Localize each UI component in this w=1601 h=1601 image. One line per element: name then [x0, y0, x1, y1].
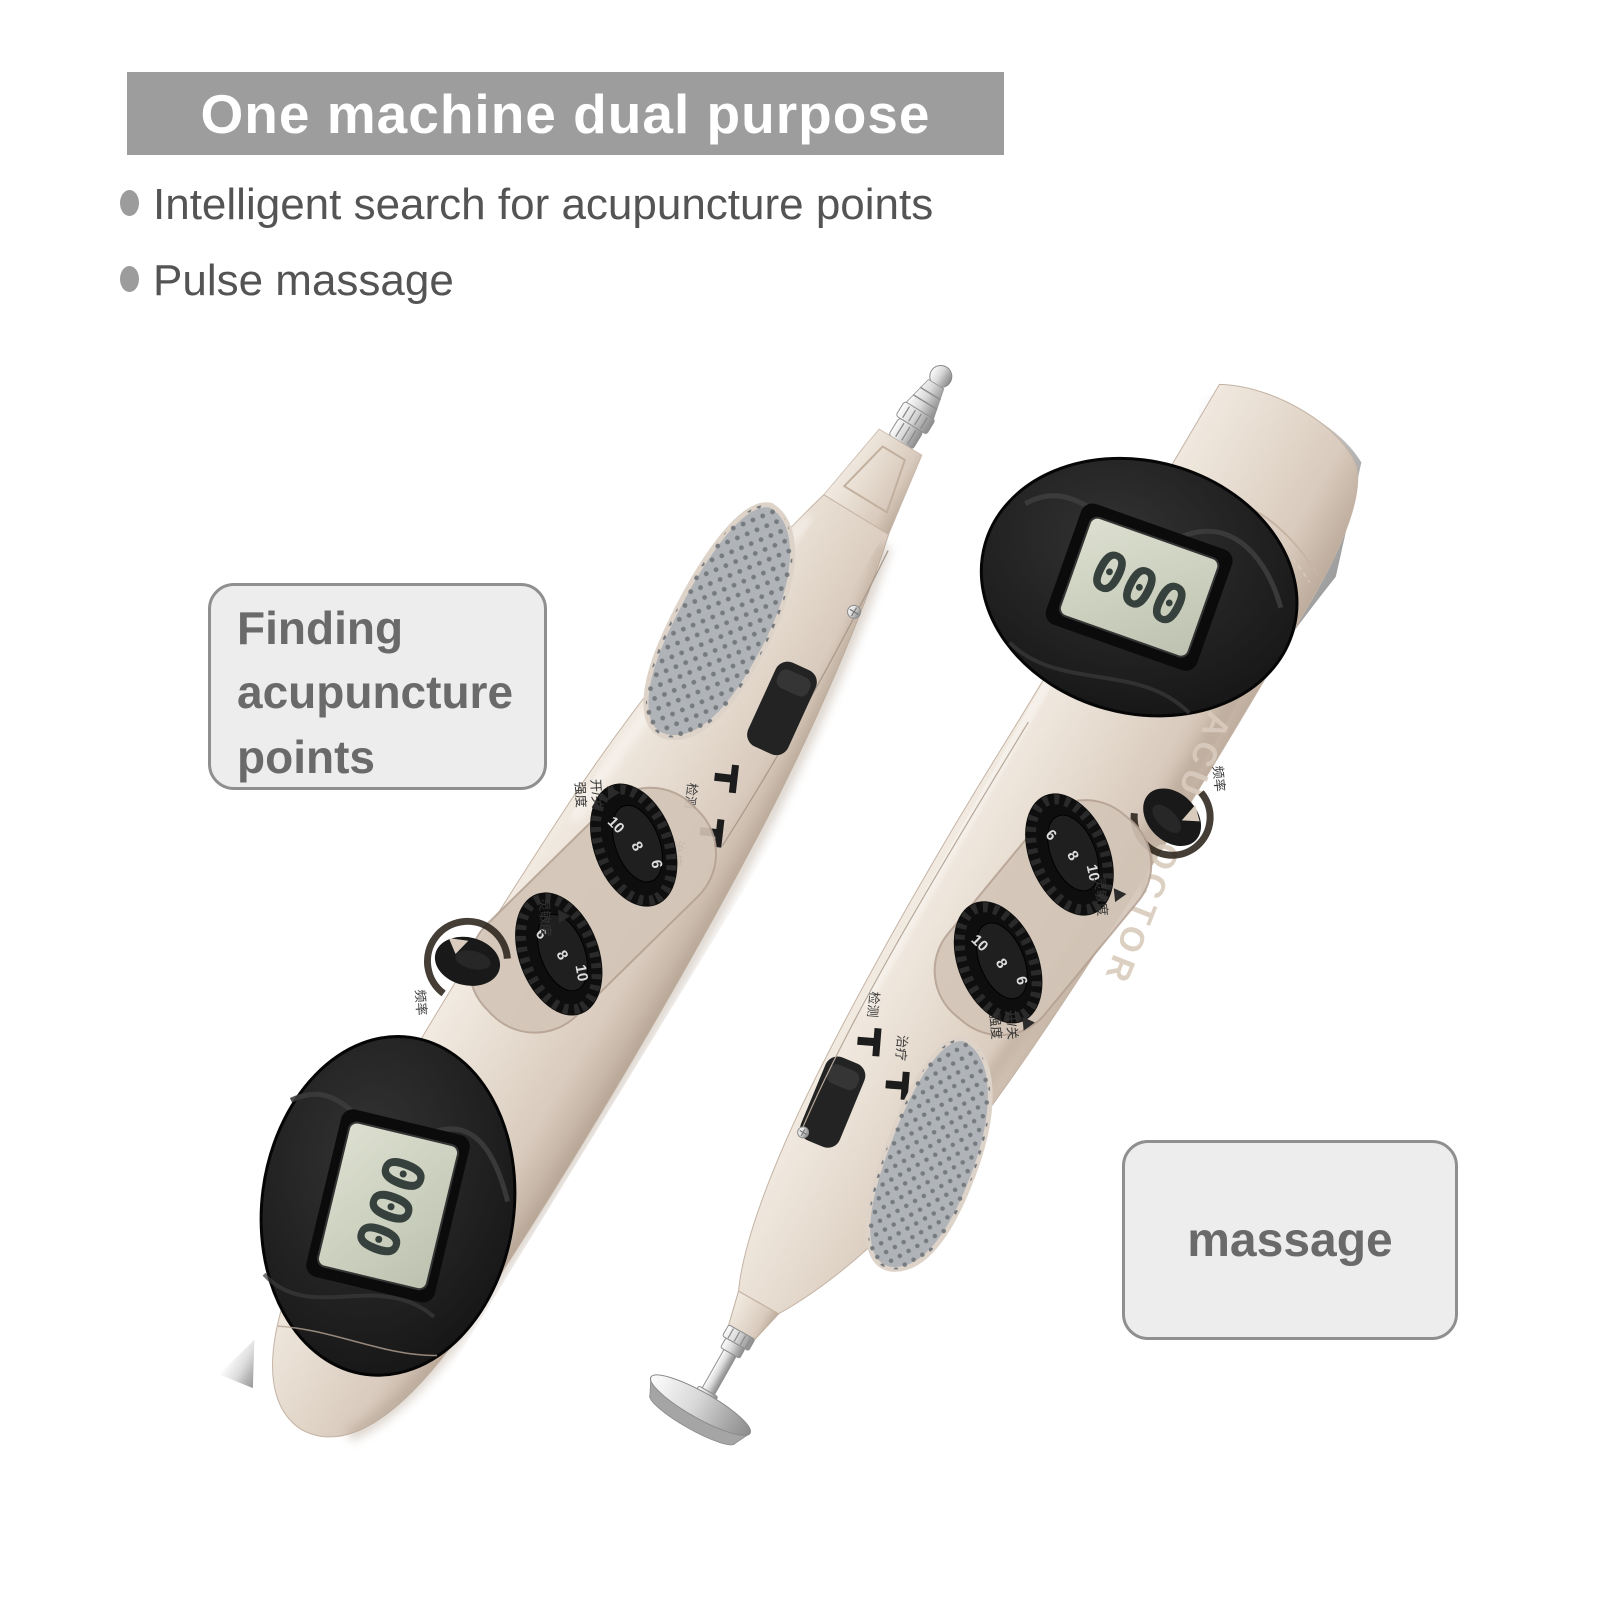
detect-label: 检测 [865, 991, 882, 1018]
feature-text-2: Pulse massage [153, 256, 454, 305]
lcd-display: 000 [1045, 503, 1233, 671]
page-title: One machine dual purpose [200, 82, 931, 145]
grip-pad [643, 502, 796, 741]
intensity-wheel: 10 8 6 [590, 783, 678, 907]
svg-text:强度: 强度 [987, 1013, 1004, 1040]
svg-text:开/关: 开/关 [1003, 1009, 1021, 1040]
pen-massage-photo: ACU-DOCTOR 000 频率 [649, 383, 1362, 1446]
callout-finding-text: Finding acupuncture points [237, 602, 514, 783]
svg-text:强度: 强度 [572, 781, 589, 808]
header-banner: One machine dual purpose [127, 72, 1004, 155]
body-seam [799, 721, 1029, 1134]
svg-text:6: 6 [1012, 975, 1030, 987]
probe-tip [889, 364, 953, 449]
sensitivity-label: 灵敏度 [536, 897, 571, 937]
massage-head [649, 1290, 780, 1446]
feature-item-1: Intelligent search for acupuncture point… [120, 180, 933, 230]
lcd-display: 000 [306, 1109, 470, 1303]
sensitivity-wheel: 6 8 10 [1025, 793, 1114, 916]
frequency-label: 频率 [1210, 765, 1227, 792]
screw [847, 604, 862, 619]
cap-seam [277, 1325, 438, 1357]
svg-text:10: 10 [571, 963, 591, 983]
feature-text-1: Intelligent search for acupuncture point… [153, 180, 934, 229]
intensity-label: 开/关 强度 [572, 779, 620, 809]
lcd-module: 000 [259, 1035, 517, 1377]
mode-marks: 检测 治疗 [857, 991, 910, 1101]
intensity-wheel: 10 8 6 [953, 901, 1043, 1024]
sensitivity-wheel: 6 8 10 [515, 892, 603, 1016]
svg-text:10: 10 [1083, 863, 1103, 883]
frequency-label: 频率 [413, 989, 430, 1016]
svg-text:开/关: 开/关 [588, 779, 605, 809]
lcd-module: 000 [979, 456, 1299, 718]
callout-finding-points: Finding acupuncture points [208, 583, 547, 790]
grip-pad [865, 1036, 993, 1272]
nose-molding [843, 445, 906, 514]
body-shading [345, 543, 891, 1442]
frequency-knob [423, 917, 511, 1005]
treat-label: 治疗 [893, 1034, 910, 1061]
svg-text:灵敏度: 灵敏度 [536, 897, 553, 937]
power-slider [747, 661, 817, 756]
svg-text:6: 6 [647, 859, 665, 870]
screw [797, 1126, 810, 1139]
intensity-label: 开/关 强度 [987, 1009, 1035, 1040]
pen-finding-photo: ACU-DOCTOR 检测 [219, 364, 953, 1442]
callout-massage: massage [1122, 1140, 1458, 1340]
bullet-dot-icon [120, 190, 139, 216]
feature-item-2: Pulse massage [120, 256, 454, 306]
power-slider [800, 1056, 866, 1148]
callout-massage-text: massage [1187, 1213, 1393, 1267]
cap-metal-corner [219, 1339, 255, 1389]
sensitivity-label: 灵敏度 [1092, 876, 1127, 917]
bullet-dot-icon [120, 266, 139, 292]
svg-text:灵敏度: 灵敏度 [1092, 876, 1111, 916]
